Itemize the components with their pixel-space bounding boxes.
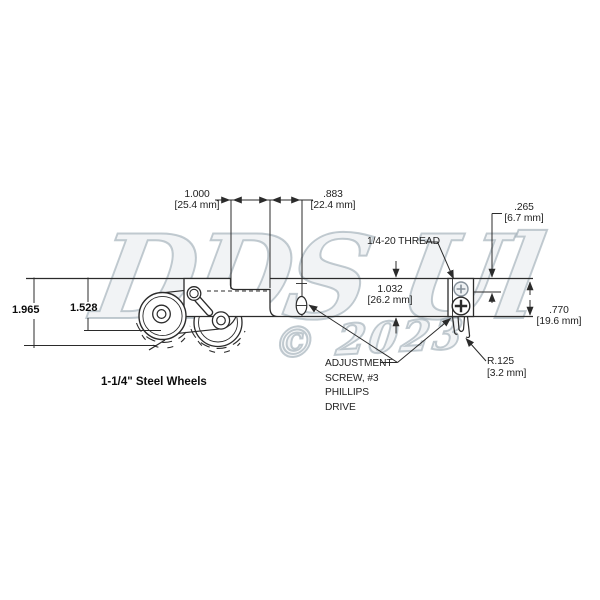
spring-tab [451, 316, 471, 339]
dim-tab-radius-mm: [3.2 mm] [487, 368, 527, 380]
dim-notch-width-mm: [25.4 mm] [174, 200, 220, 212]
dim-end-height-mm: [19.6 mm] [536, 316, 582, 328]
adjustment-screw-callout: ADJUSTMENT SCREW, #3 PHILLIPS DRIVE [325, 357, 393, 415]
wheel-caption: 1-1/4" Steel Wheels [101, 376, 207, 388]
dim-channel-height-mm: [26.2 mm] [367, 295, 413, 307]
dim-channel-height: 1.032 [26.2 mm] [368, 284, 413, 306]
front-wheel [138, 291, 187, 341]
dim-tab-radius: R.125 [3.2 mm] [487, 356, 526, 381]
rear-wheel-hub [211, 311, 231, 330]
adjustment-line-4: DRIVE [325, 401, 356, 413]
dim-screw-offset-mm: [22.4 mm] [310, 200, 356, 212]
dim-end-height-in: .770 [549, 305, 569, 316]
dim-overall-height: 1.965 [12, 304, 40, 316]
adjustment-line-3: PHILLIPS [325, 387, 369, 399]
dim-thread-offset-mm: [6.7 mm] [504, 213, 544, 225]
dim-thread-offset-in: .265 [514, 202, 534, 213]
dim-tab-radius-in: R.125 [487, 356, 514, 367]
thread-callout: 1/4-20 THREAD [367, 236, 440, 247]
dim-notch-width-in: 1.000 [184, 189, 210, 200]
adjustment-line-2: SCREW, #3 [325, 372, 379, 384]
dim-end-height: .770 [19.6 mm] [537, 305, 582, 327]
carriage-screw [186, 286, 214, 317]
dim-wheel-extend-height: 1.528 [70, 302, 98, 314]
adjustment-screw-side [295, 200, 308, 316]
leader-lines [308, 241, 487, 363]
dim-screw-offset: .883 [22.4 mm] [311, 189, 356, 211]
adjustment-line-1: ADJUSTMENT [325, 358, 393, 369]
dim-channel-height-in: 1.032 [377, 284, 403, 295]
adjustment-screw-front [451, 296, 471, 316]
dimension-lines [24, 196, 534, 351]
thread-hole-screw [453, 281, 469, 297]
dim-notch-width: 1.000 [25.4 mm] [175, 189, 220, 211]
dim-thread-offset: .265 [6.7 mm] [504, 202, 543, 224]
dim-screw-offset-in: .883 [323, 189, 343, 200]
